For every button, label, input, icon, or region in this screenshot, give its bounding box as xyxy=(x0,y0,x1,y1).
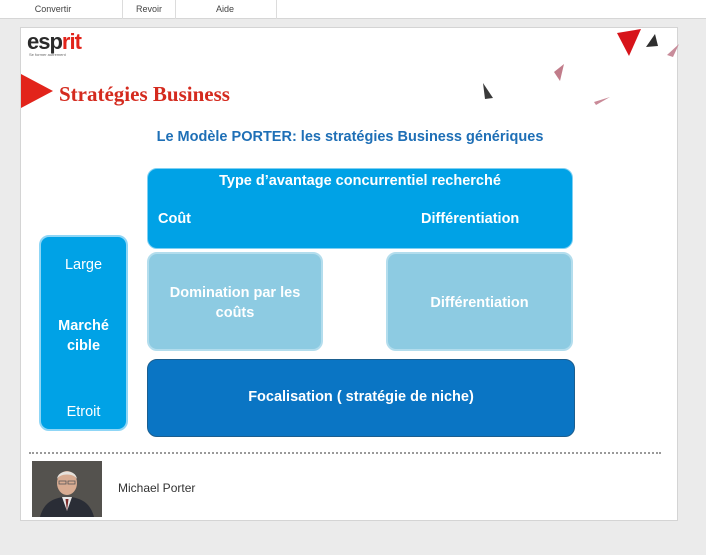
menu-separator xyxy=(175,0,176,19)
red-triangle-decoration xyxy=(483,29,679,105)
market-narrow-label: Etroit xyxy=(66,404,101,420)
focus-text: Focalisation ( stratégie de niche) xyxy=(248,389,474,405)
slide: esprit Se former autrement Stratégies Bu… xyxy=(20,27,679,521)
menu-item-convertir[interactable]: Convertir xyxy=(34,4,72,14)
title-arrow-icon xyxy=(21,74,53,108)
market-target-line2: cible xyxy=(66,338,101,354)
divider xyxy=(29,452,661,454)
menu-separator xyxy=(122,0,123,19)
author-caption: Michael Porter xyxy=(118,481,196,495)
author-photo xyxy=(32,461,102,517)
market-large-label: Large xyxy=(64,257,103,273)
menu-item-revoir[interactable]: Revoir xyxy=(135,4,162,14)
advantage-differentiation-label: Différentiation xyxy=(421,211,520,227)
logo-icon: esprit Se former autrement xyxy=(27,30,111,58)
advantage-heading: Type d’avantage concurrentiel recherché xyxy=(219,173,501,189)
cost-leadership-line2: coûts xyxy=(215,305,255,321)
advantage-cost-label: Coût xyxy=(158,211,192,227)
differentiation-cell: Différentiation xyxy=(386,252,573,351)
market-target-line1: Marché xyxy=(58,318,109,334)
menu-separator xyxy=(276,0,277,19)
target-market-box: Large Marché cible Etroit xyxy=(39,235,128,431)
logo-tagline: Se former autrement xyxy=(29,52,66,57)
advantage-type-box: Type d’avantage concurrentiel recherché … xyxy=(147,168,573,249)
focus-cell: Focalisation ( stratégie de niche) xyxy=(147,359,575,437)
menu-item-aide[interactable]: Aide xyxy=(215,4,234,14)
cost-leadership-text: Domination par les coûts xyxy=(149,283,321,323)
slide-subtitle: Le Modèle PORTER: les stratégies Busines… xyxy=(156,129,544,145)
menu-bar: Convertir Revoir Aide xyxy=(0,0,706,19)
logo-wordmark: esprit xyxy=(27,29,82,54)
page-title: Stratégies Business xyxy=(59,82,230,106)
cost-leadership-line1: Domination par les xyxy=(169,285,301,301)
cost-leadership-cell: Domination par les coûts xyxy=(147,252,323,351)
market-target-label: Marché cible xyxy=(41,316,126,356)
differentiation-text: Différentiation xyxy=(430,295,529,311)
